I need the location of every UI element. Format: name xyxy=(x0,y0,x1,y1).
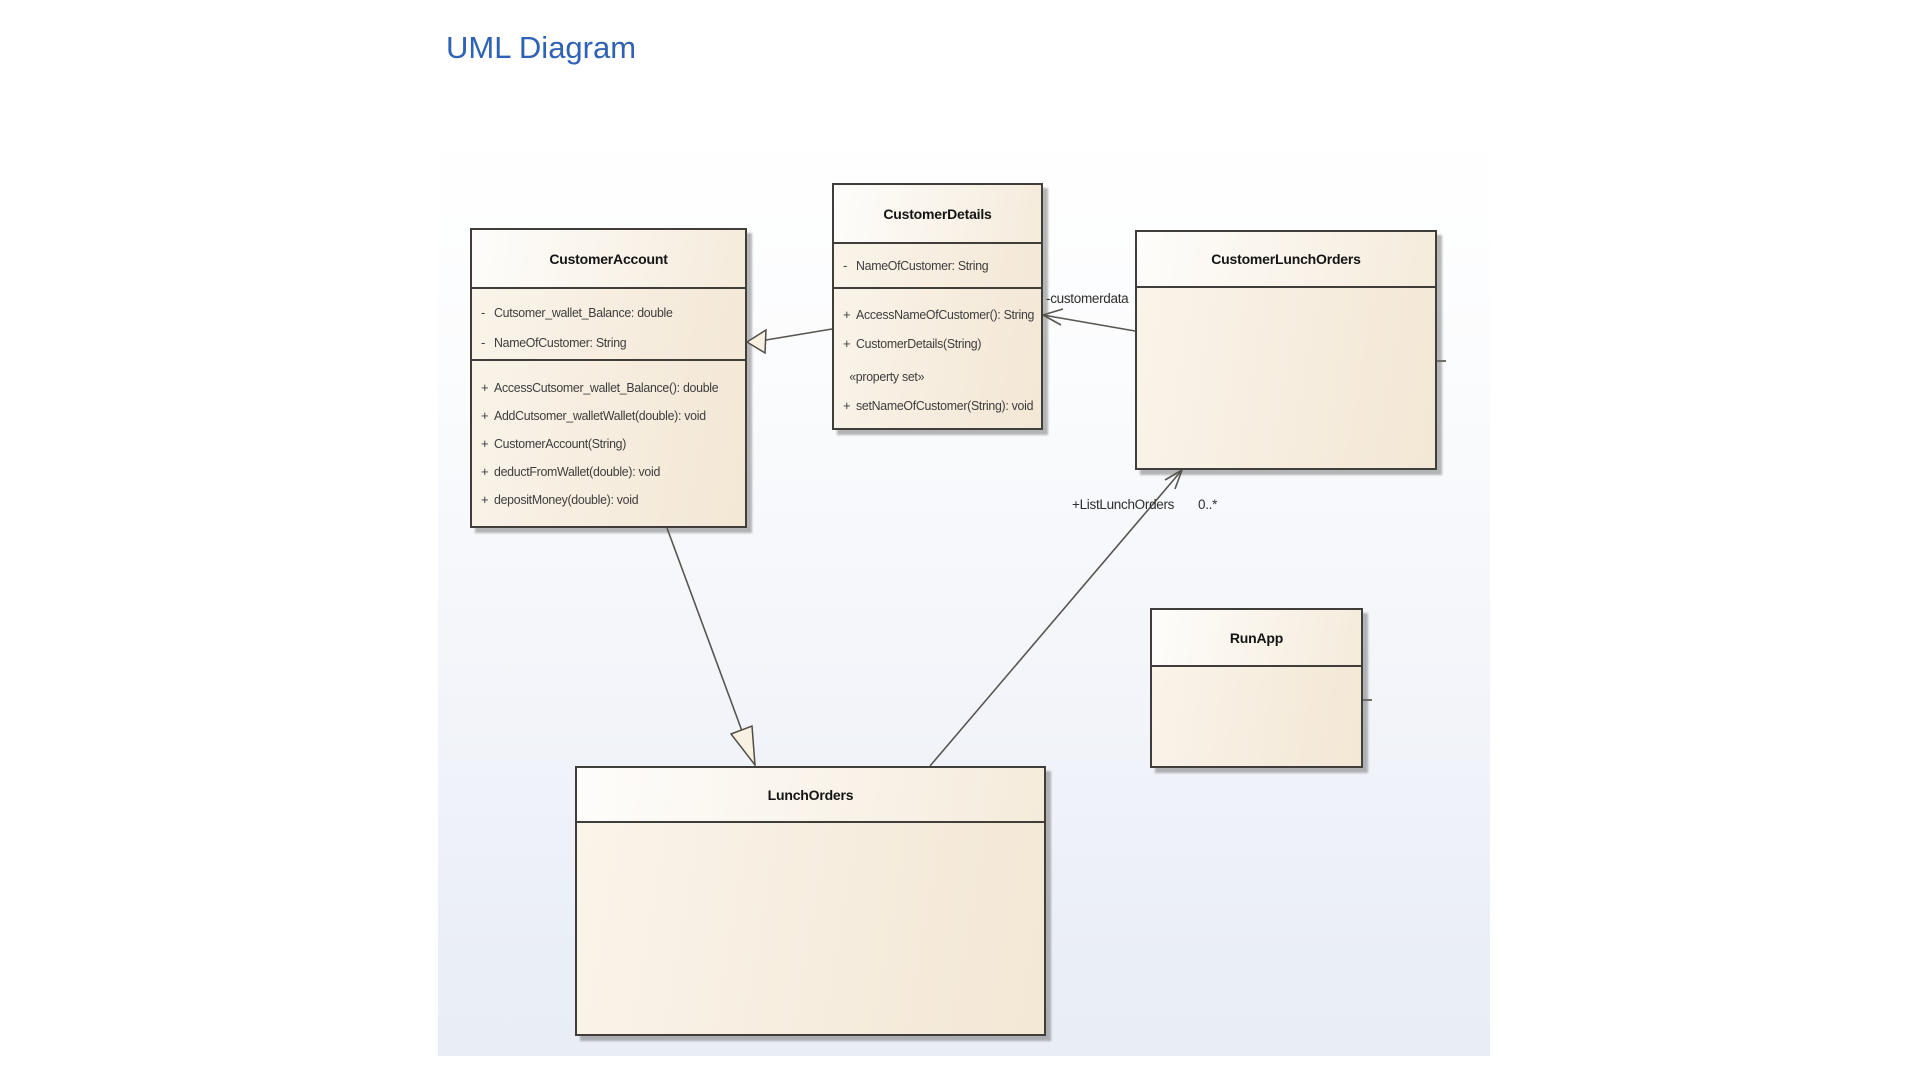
visibility-marker: - xyxy=(481,334,486,350)
attribute-row: - NameOfCustomer: String xyxy=(834,244,1041,287)
method-text: depositMoney(double): void xyxy=(494,491,639,507)
visibility-marker: + xyxy=(843,336,851,351)
empty-body-compartment xyxy=(577,823,1044,1034)
page-title: UML Diagram xyxy=(446,30,637,65)
visibility-marker: + xyxy=(843,398,851,413)
empty-body-compartment xyxy=(1137,288,1435,468)
methods-compartment: + AccessNameOfCustomer(): String + Custo… xyxy=(834,289,1041,428)
visibility-marker: + xyxy=(481,407,489,423)
method-row: + AccessNameOfCustomer(): String xyxy=(834,300,1041,329)
attribute-row: - NameOfCustomer: String xyxy=(472,327,745,357)
attribute-text: Cutsomer_wallet_Balance: double xyxy=(494,304,673,320)
method-row: + CustomerDetails(String) xyxy=(834,329,1041,358)
class-title-customer-details: CustomerDetails xyxy=(834,185,1041,244)
visibility-marker: - xyxy=(843,258,848,273)
visibility-marker: + xyxy=(481,435,489,451)
visibility-marker: + xyxy=(481,491,489,507)
method-text: deductFromWallet(double): void xyxy=(494,463,661,479)
method-text: AccessCutsomer_wallet_Balance(): double xyxy=(494,379,719,395)
method-text: CustomerAccount(String) xyxy=(494,435,627,451)
class-customer-lunch-orders: CustomerLunchOrders xyxy=(1135,230,1437,470)
stereotype-row: «property set» xyxy=(834,362,1041,391)
class-customer-details: CustomerDetails - NameOfCustomer: String… xyxy=(832,183,1043,430)
method-row: + deductFromWallet(double): void xyxy=(472,457,745,485)
class-title-lunch-orders: LunchOrders xyxy=(577,768,1044,823)
method-row: + depositMoney(double): void xyxy=(472,485,745,513)
attribute-row: - Cutsomer_wallet_Balance: double xyxy=(472,297,745,327)
class-run-app: RunApp xyxy=(1150,608,1363,768)
method-text: AddCutsomer_walletWallet(double): void xyxy=(494,407,706,423)
attribute-text: NameOfCustomer: String xyxy=(494,334,627,350)
class-title-run-app: RunApp xyxy=(1152,610,1361,667)
method-row: + setNameOfCustomer(String): void xyxy=(834,391,1041,420)
attribute-text: NameOfCustomer: String xyxy=(856,258,989,273)
attributes-compartment: - NameOfCustomer: String xyxy=(834,244,1041,289)
method-row: + AddCutsomer_walletWallet(double): void xyxy=(472,401,745,429)
method-text: setNameOfCustomer(String): void xyxy=(856,398,1034,413)
class-lunch-orders: LunchOrders xyxy=(575,766,1046,1036)
method-row: + CustomerAccount(String) xyxy=(472,429,745,457)
attributes-compartment: - Cutsomer_wallet_Balance: double - Name… xyxy=(472,289,745,361)
methods-compartment: + AccessCutsomer_wallet_Balance(): doubl… xyxy=(472,361,745,526)
method-row: + AccessCutsomer_wallet_Balance(): doubl… xyxy=(472,373,745,401)
class-title-customer-account: CustomerAccount xyxy=(472,230,745,289)
class-title-customer-lunch-orders: CustomerLunchOrders xyxy=(1137,232,1435,288)
visibility-marker: + xyxy=(481,463,489,479)
visibility-marker: + xyxy=(481,379,489,395)
method-text: AccessNameOfCustomer(): String xyxy=(856,307,1035,322)
visibility-marker: - xyxy=(481,304,486,320)
class-customer-account: CustomerAccount - Cutsomer_wallet_Balanc… xyxy=(470,228,747,528)
visibility-marker: + xyxy=(843,307,851,322)
empty-body-compartment xyxy=(1152,667,1361,766)
stereotype-text: «property set» xyxy=(849,369,925,384)
method-text: CustomerDetails(String) xyxy=(856,336,982,351)
